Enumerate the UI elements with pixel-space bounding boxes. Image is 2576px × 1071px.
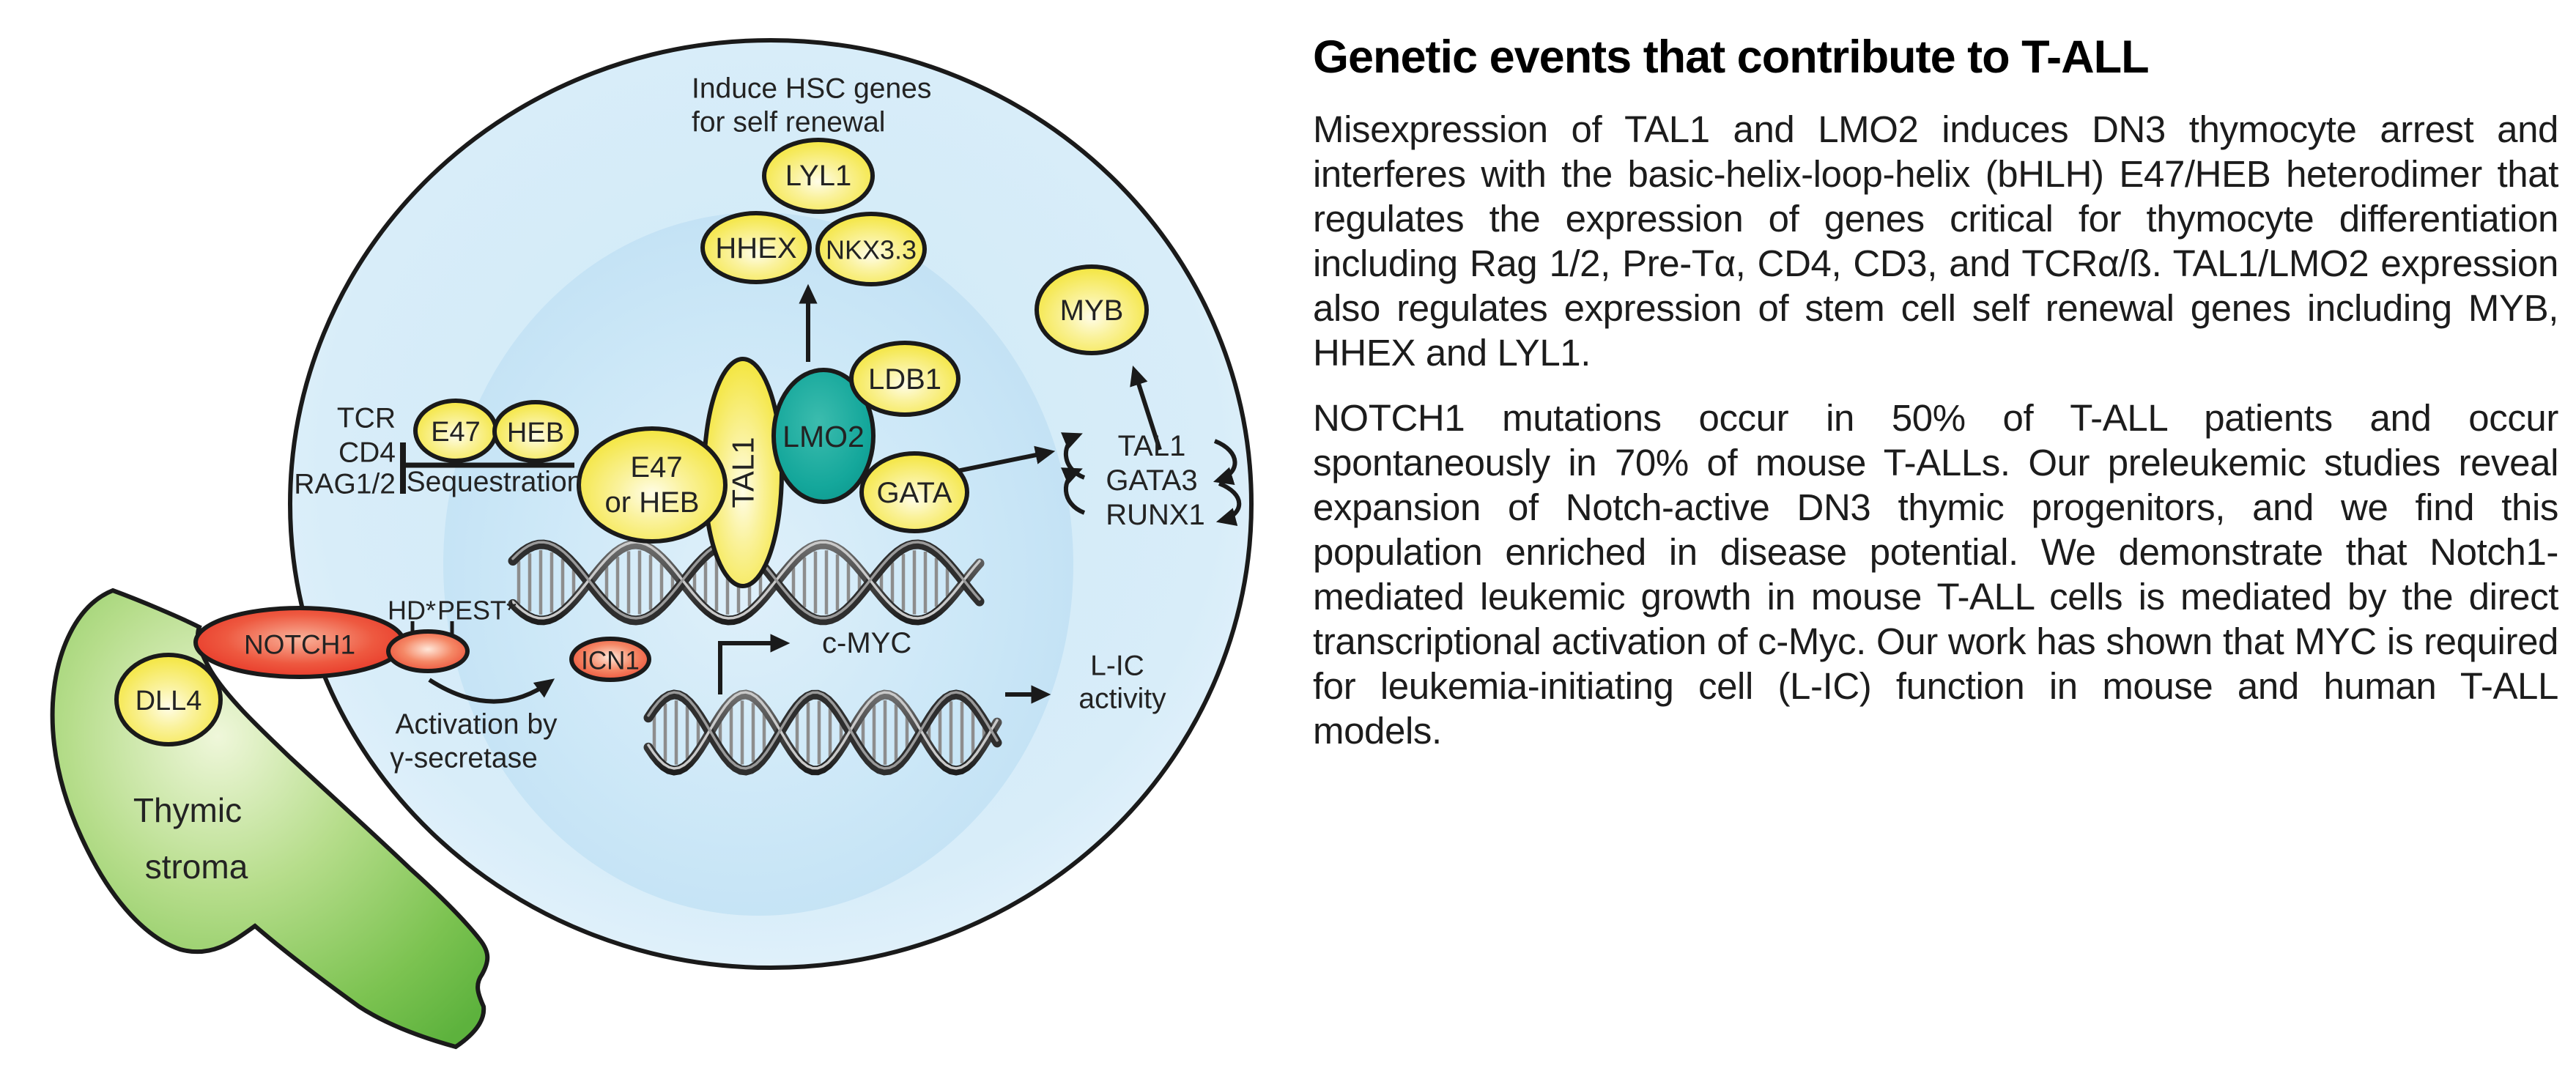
stack-runx1-label: RUNX1	[1106, 499, 1205, 531]
arrow-stack-to-myb	[1130, 365, 1162, 451]
icn1-node	[569, 637, 651, 682]
induce-hsc-line1: Induce HSC genes	[692, 73, 931, 105]
hhex-node	[700, 211, 812, 284]
e47orheb-label-line1: E47	[630, 451, 682, 483]
notch1-label: NOTCH1	[244, 630, 355, 660]
thymic-stroma-label-line2: stroma	[145, 848, 248, 886]
lmo2-node	[771, 368, 876, 504]
dna-helix-upper	[508, 539, 985, 626]
activation-label-line2: γ-secretase	[390, 743, 538, 774]
e47orheb-node	[577, 426, 728, 544]
ldb1-node	[849, 341, 961, 417]
lyl1-node	[762, 138, 875, 214]
nkx33-label: NKX3.3	[826, 235, 917, 265]
text-panel: Genetic events that contribute to T-ALL …	[1313, 32, 2558, 774]
tcr-label: TCR	[337, 403, 396, 434]
paragraph-tal1-lmo2: Misexpression of TAL1 and LMO2 induces D…	[1313, 108, 2558, 374]
tall-pathway-diagram: LYL1 HHEX NKX3.3 MYB LDB1 LMO2 TAL1 GATA…	[50, 38, 1254, 1050]
icn1-label: ICN1	[581, 647, 640, 675]
activation-label-line1: Activation by	[395, 709, 558, 741]
myb-node	[1035, 264, 1149, 355]
feedback-arrow-gata3-to-runx1	[1215, 481, 1242, 526]
dna-helix-lower	[643, 689, 1002, 776]
lyl1-label: LYL1	[785, 160, 851, 192]
paragraph-notch1: NOTCH1 mutations occur in 50% of T-ALL p…	[1313, 397, 2558, 752]
page-title: Genetic events that contribute to T-ALL	[1313, 32, 2150, 83]
hd-label: HD*	[388, 596, 436, 626]
feedback-arrow-tal1-to-gata3	[1213, 439, 1237, 485]
pest-label: PEST*	[437, 596, 517, 626]
gata-node	[859, 451, 969, 533]
e47orheb-label-line2: or HEB	[605, 486, 700, 519]
ldb1-label: LDB1	[868, 363, 941, 396]
dll4-label: DLL4	[136, 686, 202, 716]
dll4-node	[114, 653, 223, 746]
induce-hsc-line2: for self renewal	[692, 107, 885, 138]
cmyc-label: c-MYC	[822, 627, 911, 659]
tal1-label: TAL1	[726, 437, 760, 508]
gata-label: GATA	[877, 477, 952, 509]
cd4-label: CD4	[338, 437, 396, 469]
myb-label: MYB	[1060, 294, 1124, 327]
nkx33-node	[815, 212, 927, 286]
lic-label-line2: activity	[1078, 683, 1166, 715]
thymic-stroma-label-line1: Thymic	[133, 791, 242, 829]
stack-tal1-label: TAL1	[1118, 430, 1186, 462]
heb-small-node	[492, 400, 579, 463]
arrow-activation-gamma-secretase	[428, 678, 555, 704]
e47-small-label: E47	[431, 417, 481, 448]
lmo2-label: LMO2	[782, 420, 865, 453]
hhex-label: HHEX	[715, 232, 796, 264]
stack-gata3-label: GATA3	[1106, 464, 1197, 497]
sequestration-label: Sequestration	[407, 467, 583, 498]
lic-label-line1: L-IC	[1090, 651, 1144, 682]
notch1-fragment-node	[386, 629, 470, 673]
feedback-arrow-gata3-to-tal1	[1061, 432, 1086, 480]
arrow-dna-to-cmyc	[718, 634, 791, 694]
heb-small-label: HEB	[507, 418, 564, 448]
rag12-label: RAG1/2	[294, 469, 396, 500]
